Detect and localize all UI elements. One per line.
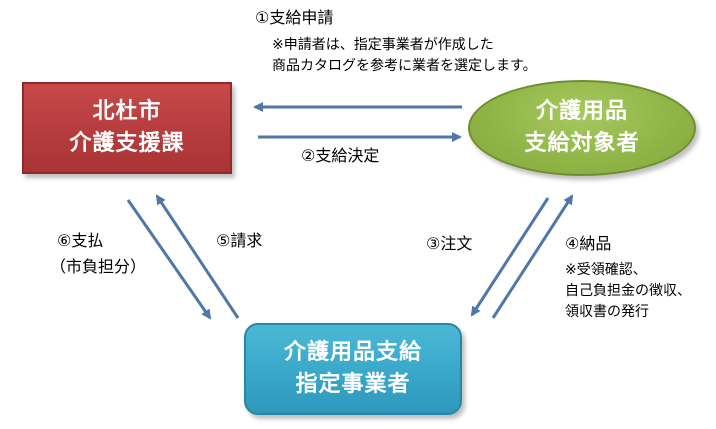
step-1-label: ①支給申請 (255, 8, 334, 27)
node-provider-line2: 指定事業者 (295, 372, 411, 397)
step-1-note-line2: 商品カタログを参考に業者を選定します。 (272, 58, 537, 74)
node-city-line1: 北杜市 (92, 99, 162, 124)
arrow-order (470, 197, 550, 317)
step-1-note-line1: ※申請者は、指定事業者が作成した (272, 37, 494, 53)
step-4-note-line2: 自己負担金の徴収、 (565, 283, 691, 299)
node-city-line2: 介護支援課 (69, 131, 185, 156)
step-2-label: ②支給決定 (301, 146, 380, 165)
step-4-note-line1: ※受領確認、 (565, 262, 647, 278)
arrow-payment (126, 199, 212, 320)
step-5-label: ⑤請求 (216, 231, 263, 250)
step-4-note-line3: 領収書の発行 (565, 304, 649, 320)
node-city-care-support-division: 北杜市 介護支援課 (22, 82, 232, 174)
node-recipient-line1: 介護用品 (535, 99, 628, 124)
node-provider-line1: 介護用品支給 (283, 340, 422, 365)
step-6-label-line1: ⑥支払 (57, 231, 104, 250)
step-6-label-line2: （市負担分） (50, 257, 147, 276)
arrow-delivery (491, 194, 574, 319)
step-4-label: ④納品 (565, 234, 612, 253)
step-3-label: ③注文 (426, 234, 473, 253)
node-designated-provider: 介護用品支給 指定事業者 (244, 323, 462, 415)
node-recipient-line2: 支給対象者 (524, 131, 640, 156)
arrow-invoice (155, 194, 240, 319)
node-recipient: 介護用品 支給対象者 (468, 80, 696, 176)
